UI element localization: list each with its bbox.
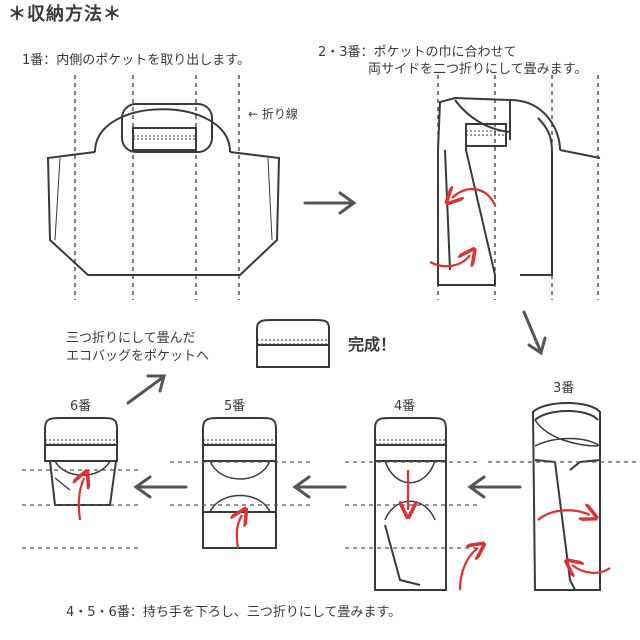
pocket-note-line2: エコバッグをポケットへ: [66, 349, 210, 364]
red-curved-arrow-icon: [237, 515, 242, 549]
red-curved-arrow-icon: [79, 478, 84, 521]
step6-fold-lines: [22, 469, 140, 549]
step4-fold-lines: [345, 461, 480, 549]
down-right-arrow-icon: [522, 310, 547, 356]
fold-line-label: ← 折り線: [248, 107, 298, 121]
red-curved-arrow-icon: [429, 189, 496, 268]
bottom-caption: 4・5・6番：持ち手を下ろし、三つ折りにして畳みます。: [66, 605, 402, 620]
step5-diagram: [202, 417, 277, 549]
left-arrow-icon: [467, 475, 522, 499]
left-arrow-icon: [292, 475, 347, 499]
up-right-arrow-icon: [126, 374, 166, 405]
pocket-note-line1: 三つ折りにして畳んだ: [66, 331, 196, 346]
step23-caption-line1: 2・3番：ポケットの巾に合わせて: [318, 45, 517, 60]
step1-caption: 1番：内側のポケットを取り出します。: [22, 53, 250, 68]
step3-label: 3番: [553, 381, 575, 396]
step5-label: 5番: [224, 399, 246, 414]
step1-bag-diagram: [46, 75, 281, 300]
step3-diagram: [531, 402, 601, 591]
step23-bag-diagram: [437, 75, 601, 300]
step4-label: 4番: [394, 399, 416, 414]
red-curved-arrow-icon: [537, 510, 611, 573]
red-curved-arrow-icon: [408, 470, 478, 591]
step5-fold-lines: [170, 461, 310, 506]
step4-diagram: [374, 417, 447, 591]
page-title: ＊収納方法＊: [8, 4, 122, 25]
step6-label: 6番: [70, 399, 92, 414]
left-arrow-icon: [133, 475, 188, 499]
completed-pocket-diagram: [256, 319, 330, 368]
step6-diagram: [44, 417, 118, 506]
complete-label: 完成！: [348, 335, 397, 354]
right-arrow-icon: [303, 191, 357, 215]
step23-caption-line2: 両サイドを二つ折りにして畳みます。: [368, 62, 588, 77]
